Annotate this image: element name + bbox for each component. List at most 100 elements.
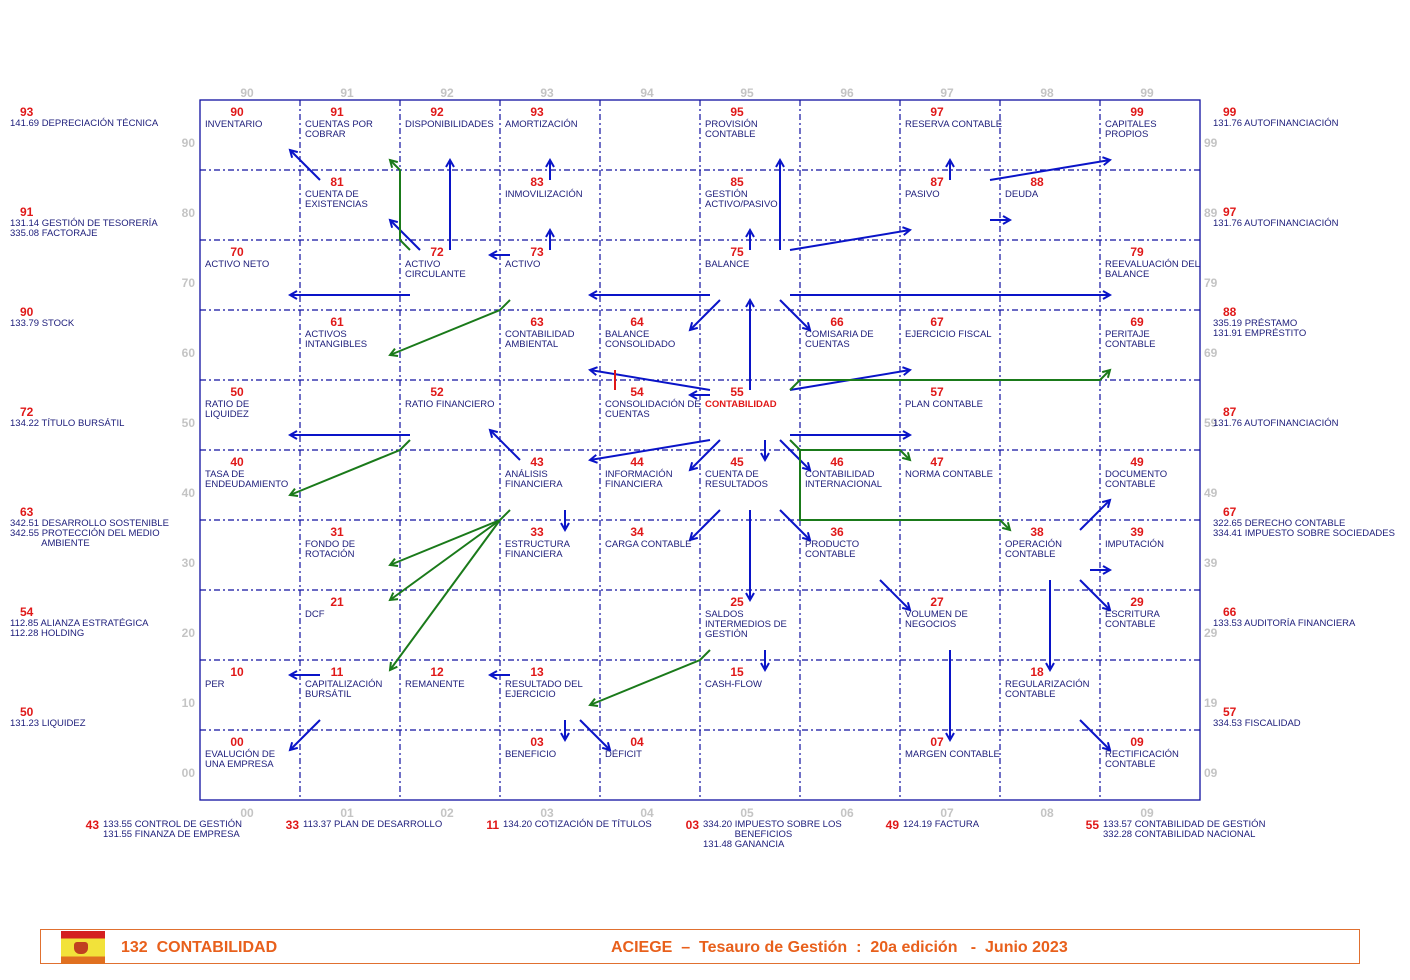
descriptor-code: 55 (730, 385, 744, 399)
legend-line: 334.53 FISCALIDAD (1213, 718, 1301, 729)
legend-line: 133.57 CONTABILIDAD DE GESTIÓN (1103, 819, 1266, 830)
footer-bar: 132 CONTABILIDAD ACIEGE – Tesauro de Ges… (40, 929, 1360, 964)
legend-line: 335.08 FACTORAJE (10, 228, 98, 239)
legend-line: 334.20 IMPUESTO SOBRE LOS (703, 819, 842, 830)
descriptor-code: 69 (1130, 315, 1144, 329)
legend-line: 133.53 AUDITORÍA FINANCIERA (1213, 618, 1356, 629)
legend-code: 49 (885, 818, 899, 832)
legend-line: 112.85 ALIANZA ESTRATÉGICA (10, 618, 149, 629)
descriptor-label: DISPONIBILIDADES (405, 119, 494, 130)
associative-arrow (789, 370, 1110, 391)
associative-arrow (590, 649, 711, 705)
relation-arrow (690, 299, 721, 330)
axis-label-bottom: 03 (540, 806, 554, 820)
legend-line: 131.55 FINANZA DE EMPRESA (103, 829, 240, 840)
descriptor-code: 91 (330, 105, 344, 119)
descriptor-code: 87 (930, 175, 944, 189)
relation-arrow (290, 150, 321, 181)
descriptor-label: CASH-FLOW (705, 679, 762, 690)
descriptor-code: 44 (630, 455, 644, 469)
descriptor-label: ACTIVOS INTANGIBLES (305, 329, 368, 350)
legend-code: 93 (20, 105, 34, 119)
legend-line: 342.51 DESARROLLO SOSTENIBLE (10, 518, 169, 529)
legend-code: 03 (685, 818, 699, 832)
descriptor-label: OPERACIÓN CONTABLE (1005, 539, 1063, 560)
descriptor-code: 00 (230, 735, 244, 749)
descriptor-code: 21 (330, 595, 344, 609)
descriptor-code: 90 (230, 105, 244, 119)
descriptor-code: 54 (630, 385, 644, 399)
descriptor-label: ESTRUCTURA FINANCIERA (505, 539, 570, 560)
axis-label-right: 19 (1204, 696, 1218, 710)
relation-arrow (590, 439, 711, 460)
relation-arrow (879, 579, 910, 610)
relation-arrow (690, 509, 721, 540)
axis-label-top: 97 (940, 86, 954, 100)
descriptor-label: ESCRITURA CONTABLE (1105, 609, 1160, 630)
descriptor-code: 92 (430, 105, 444, 119)
legend-code: 87 (1223, 405, 1237, 419)
descriptor-code: 11 (330, 665, 344, 679)
descriptor-label: ACTIVO NETO (205, 259, 270, 270)
